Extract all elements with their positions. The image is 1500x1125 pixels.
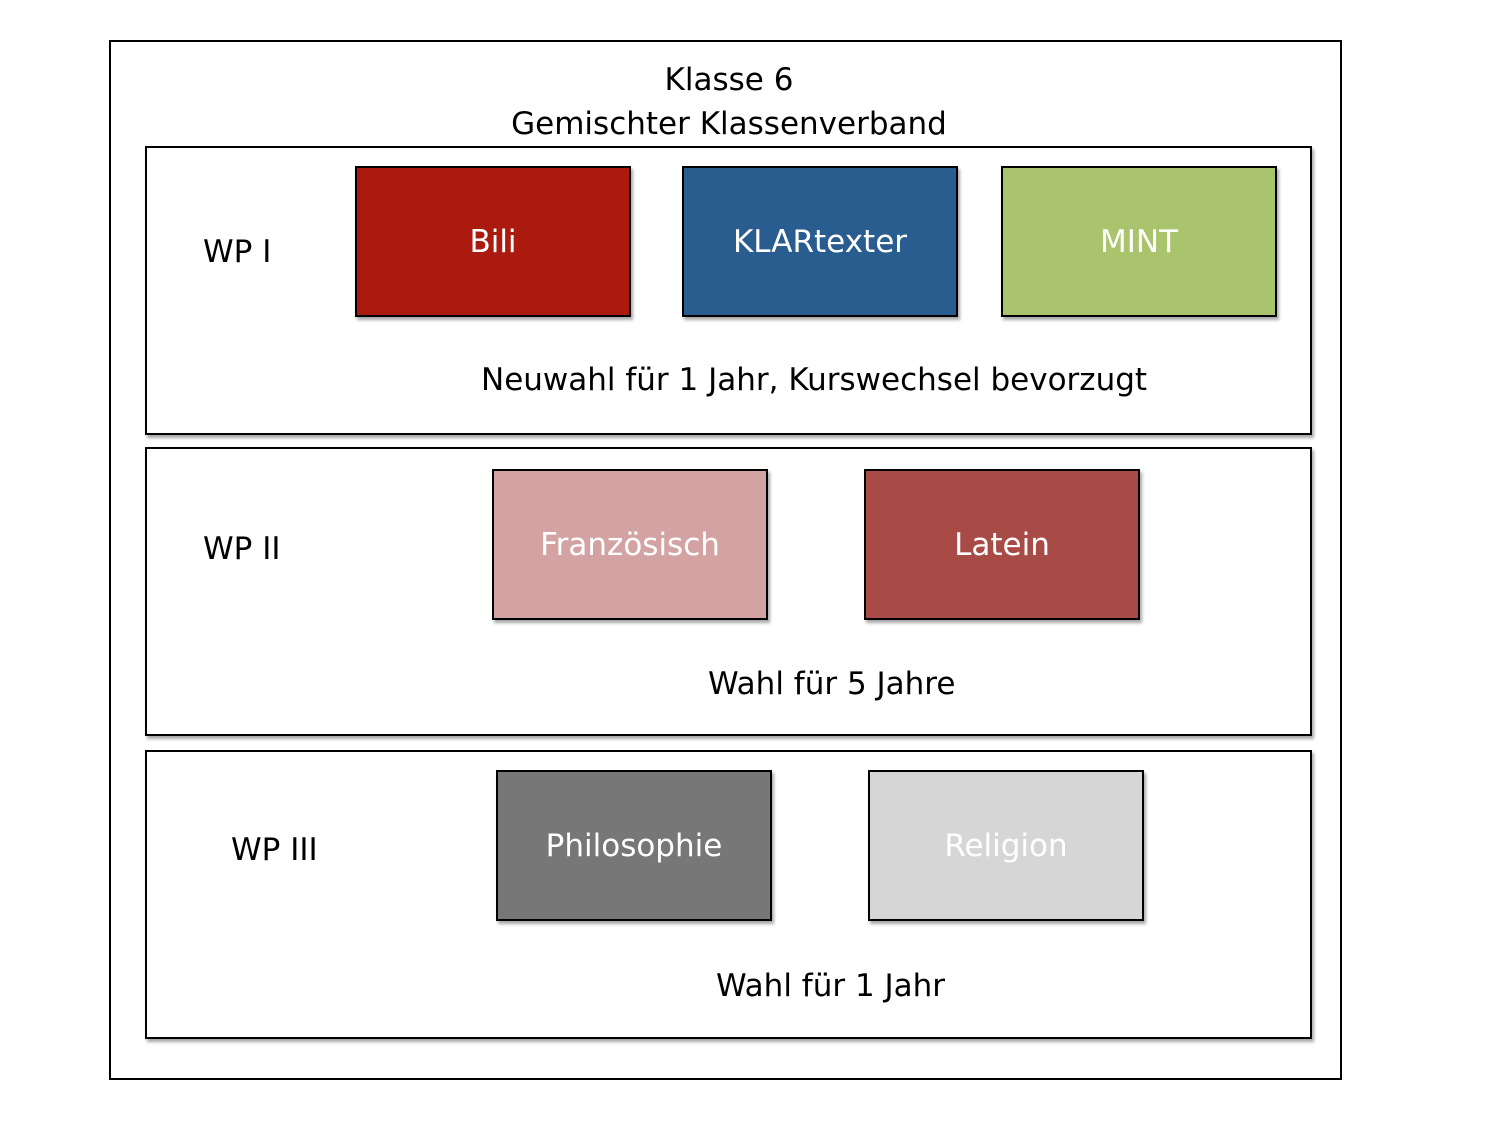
section-wp2: WP II Französisch Latein Wahl für 5 Jahr…: [145, 447, 1312, 736]
course-box-bili: Bili: [355, 166, 631, 317]
course-box-religion: Religion: [868, 770, 1144, 921]
course-box-franzoesisch: Französisch: [492, 469, 768, 620]
section-label-wp1: WP I: [203, 234, 272, 270]
diagram-title: Klasse 6: [664, 62, 794, 98]
course-box-philosophie: Philosophie: [496, 770, 772, 921]
section-label-wp2: WP II: [203, 531, 281, 567]
course-label-franzoesisch: Französisch: [540, 526, 720, 563]
course-box-mint: MINT: [1001, 166, 1277, 317]
course-label-bili: Bili: [469, 223, 517, 260]
diagram-subtitle: Gemischter Klassenverband: [511, 106, 947, 142]
section-note-wp1: Neuwahl für 1 Jahr, Kurswechsel bevorzug…: [481, 362, 1148, 398]
course-label-klartexter: KLARtexter: [732, 223, 908, 260]
course-label-latein: Latein: [954, 526, 1050, 563]
course-label-religion: Religion: [944, 827, 1068, 864]
section-wp1: WP I Bili KLARtexter MINT Neuwahl für 1 …: [145, 146, 1312, 435]
course-label-philosophie: Philosophie: [545, 827, 723, 864]
section-note-wp3: Wahl für 1 Jahr: [716, 968, 946, 1004]
section-note-wp2: Wahl für 5 Jahre: [708, 666, 956, 702]
course-box-latein: Latein: [864, 469, 1140, 620]
section-label-wp3: WP III: [231, 832, 318, 868]
course-box-klartexter: KLARtexter: [682, 166, 958, 317]
course-label-mint: MINT: [1099, 223, 1178, 260]
section-wp3: WP III Philosophie Religion Wahl für 1 J…: [145, 750, 1312, 1039]
